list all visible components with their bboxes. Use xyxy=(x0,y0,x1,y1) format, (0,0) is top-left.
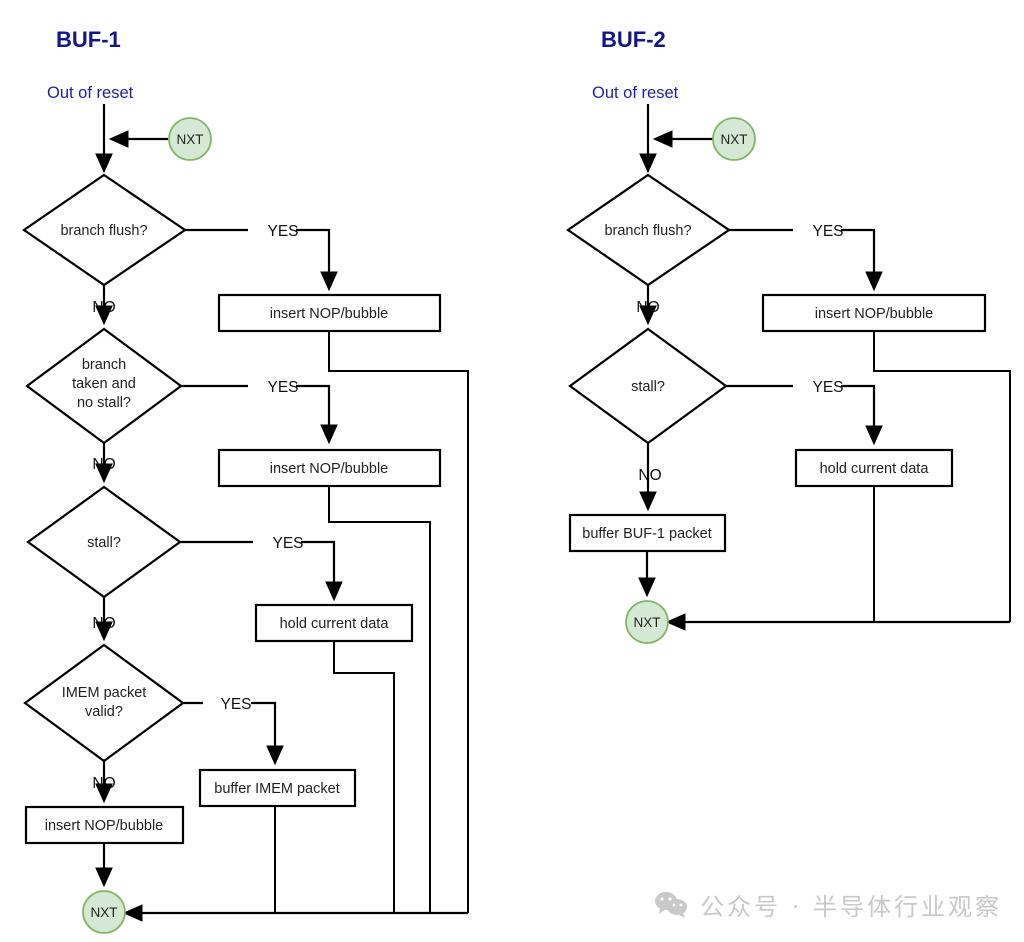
buf2-process-insert-nop[interactable] xyxy=(761,293,987,333)
buf1-d4-yes-label-bg xyxy=(203,694,251,712)
edge-buf1-p2-return xyxy=(328,486,431,913)
buf2-decision-branch-flush-label: branch flush? xyxy=(604,223,691,239)
buf1-loop-terminator-label: NXT xyxy=(177,132,204,147)
buf1-decision-stall-label: stall? xyxy=(87,535,121,551)
buf2-e2-no-label: NO xyxy=(638,467,661,484)
buf1-loop-terminator[interactable] xyxy=(168,117,212,161)
buf2-process-insert-nop-label: insert NOP/bubble xyxy=(815,306,933,322)
buf2-end-terminator[interactable] xyxy=(625,600,669,644)
buf1-process-insert-nop-2[interactable] xyxy=(217,448,442,488)
watermark-text: 公众号 · 半导体行业观察 xyxy=(700,893,1002,921)
buf2-loop-terminator[interactable] xyxy=(712,117,756,161)
buf2-e2-yes-label: YES xyxy=(812,379,843,396)
buf1-decision-branch-taken-line3: no stall? xyxy=(77,395,131,411)
buf2-process-buffer-buf1-packet-label: buffer BUF-1 packet xyxy=(582,526,712,542)
buf1-process-insert-nop-1-label: insert NOP/bubble xyxy=(270,306,388,322)
buf1-decision-imem-valid[interactable] xyxy=(23,643,185,763)
buf1-d3-yes-label: YES xyxy=(272,535,303,552)
buf2-e2-yes-label-bg xyxy=(793,377,841,395)
buf2-process-hold-current-data[interactable] xyxy=(794,448,954,488)
buf1-process-hold-current-data-label: hold current data xyxy=(280,616,390,632)
buf2-e1-yes-label-bg xyxy=(793,221,841,239)
buf1-decision-branch-taken-line2: taken and xyxy=(72,376,136,392)
buf1-decision-imem-valid-line2: valid? xyxy=(85,704,123,720)
buf1-process-insert-nop-2-label: insert NOP/bubble xyxy=(270,461,388,477)
edge-buf1-p1-return xyxy=(328,331,469,913)
edge-buf2-e1-yes xyxy=(729,228,883,292)
buf1-process-hold-current-data[interactable] xyxy=(254,603,414,643)
edge-buf2-q1-return xyxy=(873,331,1011,622)
buf2-e1-yes-label: YES xyxy=(812,223,843,240)
buf1-d2-yes-label-bg xyxy=(248,377,296,395)
edge-buf2-e2-yes xyxy=(726,384,883,446)
buf1-decision-imem-valid-line1: IMEM packet xyxy=(62,685,147,701)
buf2-start-label: Out of reset xyxy=(592,84,679,102)
edge-buf1-d3-yes xyxy=(180,540,343,602)
buf2-process-hold-current-data-label: hold current data xyxy=(820,461,930,477)
buf1-decision-branch-flush-label: branch flush? xyxy=(60,223,147,239)
edge-buf1-d2-yes xyxy=(181,384,338,445)
edge-buf1-d1-yes xyxy=(185,228,338,292)
buf1-d4-yes-label: YES xyxy=(220,696,251,713)
buf1-process-insert-nop-3-label: insert NOP/bubble xyxy=(45,818,163,834)
buf1-d1-yes-label-bg xyxy=(248,221,296,239)
buf2-process-buffer-buf1-packet[interactable] xyxy=(568,513,727,553)
buf1-d1-yes-label: YES xyxy=(267,223,298,240)
buf1-end-terminator[interactable] xyxy=(82,890,126,934)
buf1-end-terminator-label: NXT xyxy=(91,905,118,920)
buf2-loop-terminator-label: NXT xyxy=(721,132,748,147)
buf2-decision-stall-label: stall? xyxy=(631,379,665,395)
buf1-process-buffer-imem-packet[interactable] xyxy=(198,768,357,808)
buf1-decision-branch-taken-line1: branch xyxy=(82,357,126,373)
edge-buf1-p3-return xyxy=(333,641,395,913)
buf2-title: BUF-2 xyxy=(601,27,666,52)
buf1-start-label: Out of reset xyxy=(47,84,134,102)
buf2-end-terminator-label: NXT xyxy=(634,615,661,630)
wechat-icon xyxy=(655,891,688,918)
watermark: 公众号 · 半导体行业观察 xyxy=(654,887,1002,922)
buf1-process-buffer-imem-packet-label: buffer IMEM packet xyxy=(214,781,339,797)
buf1-d2-yes-label: YES xyxy=(267,379,298,396)
buf1-d3-yes-label-bg xyxy=(253,533,301,551)
buf1-title: BUF-1 xyxy=(56,27,121,52)
